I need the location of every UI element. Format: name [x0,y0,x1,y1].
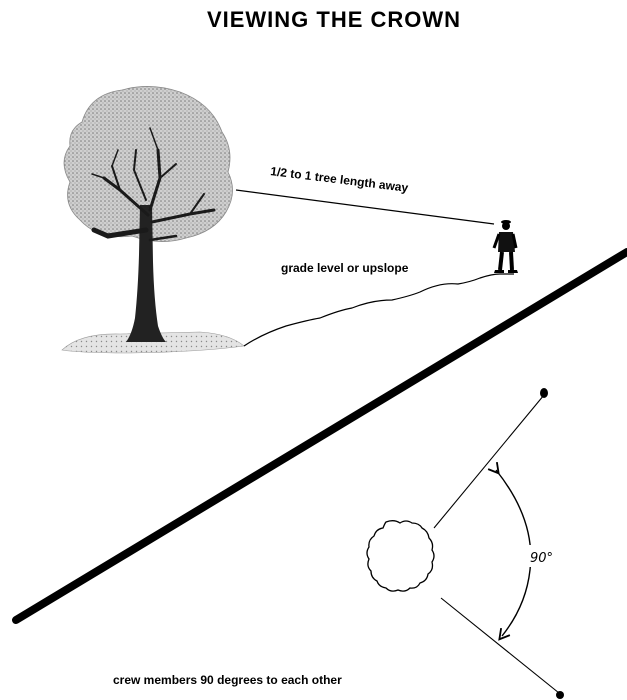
ground-slope-line [243,273,514,347]
sight-line [235,189,495,225]
right-angle-arc [487,461,532,641]
ground-shadow [61,331,245,354]
sight-line-lower-crew [440,597,560,694]
sight-line-upper-crew [433,394,545,529]
distance-label: 1/2 to 1 tree length away [270,164,410,195]
page-title: VIEWING THE CROWN [207,7,461,32]
grade-label: grade level or upslope [281,261,409,275]
crew-member-upper [540,388,548,398]
angle-label: 90° [530,551,553,566]
caption: crew members 90 degrees to each other [113,673,342,687]
observer-figure [492,220,518,273]
crew-member-lower [556,691,564,699]
divider-line [12,248,627,624]
tree-trunk [126,205,166,342]
tree-illustration [61,86,245,354]
tree-branches [91,127,216,242]
tree-crown [63,86,233,242]
crown-plan-view [366,520,435,592]
angle-label-bg [525,545,567,567]
